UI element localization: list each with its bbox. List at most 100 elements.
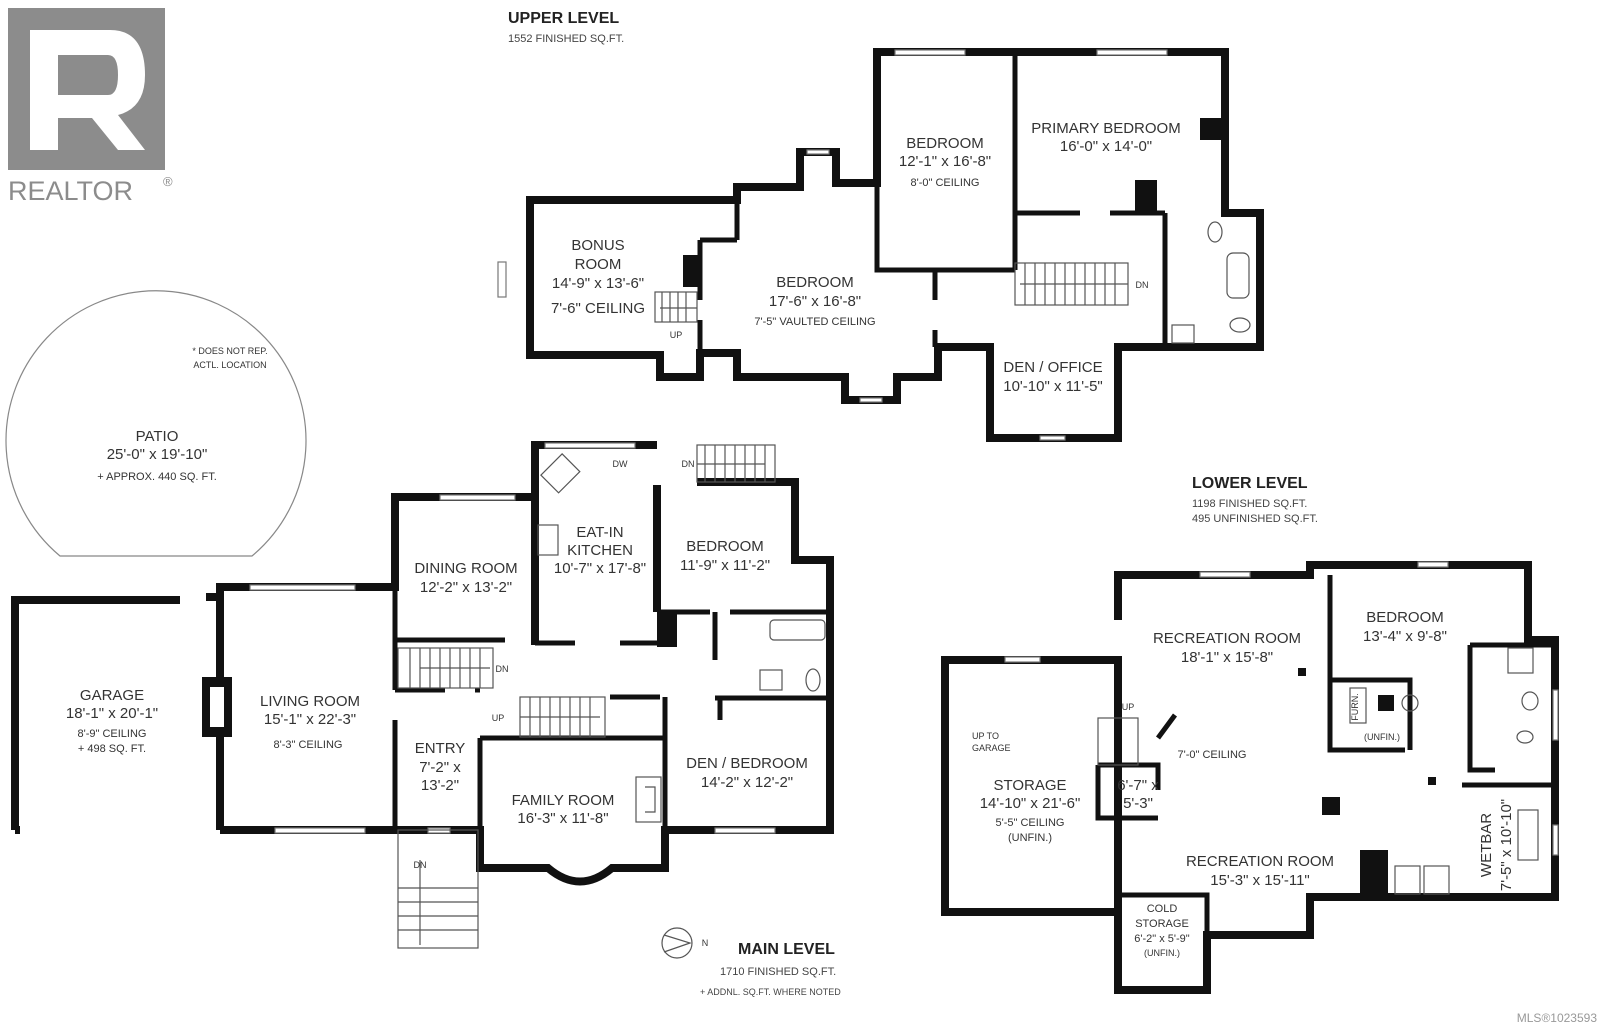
- realtor-logo-text: REALTOR: [8, 176, 133, 206]
- room-garage: GARAGE 18'-1" x 20'-1" 8'-9" CEILING + 4…: [66, 687, 158, 755]
- svg-text:(UNFIN.): (UNFIN.): [1144, 948, 1180, 958]
- svg-text:PATIO: PATIO: [136, 428, 179, 445]
- main-outer-wall: [11, 441, 834, 886]
- svg-text:6'-7" x: 6'-7" x: [1117, 777, 1159, 794]
- svg-text:KITCHEN: KITCHEN: [567, 542, 633, 559]
- svg-text:* DOES NOT REP.: * DOES NOT REP.: [192, 346, 267, 356]
- svg-text:UP TO: UP TO: [972, 731, 999, 741]
- room-wetbar: WETBAR 7'-5" x 10'-10": [1478, 799, 1515, 891]
- svg-text:BEDROOM: BEDROOM: [686, 538, 764, 555]
- lower-level-unfinished: 495 UNFINISHED SQ.FT.: [1192, 513, 1318, 525]
- svg-text:14'-9" x 13'-6": 14'-9" x 13'-6": [552, 275, 644, 292]
- main-level-title: MAIN LEVEL: [738, 941, 835, 958]
- svg-text:DN: DN: [496, 664, 509, 674]
- upper-level-sqft: 1552 FINISHED SQ.FT.: [508, 33, 624, 45]
- svg-text:18'-1" x 20'-1": 18'-1" x 20'-1": [66, 705, 158, 722]
- svg-text:7'-6" CEILING: 7'-6" CEILING: [551, 300, 645, 317]
- fireplace-family: [635, 776, 662, 823]
- svg-text:DN: DN: [414, 860, 427, 870]
- room-kitchen: EAT-IN KITCHEN 10'-7" x 17'-8": [554, 524, 646, 577]
- main-stairs: DN UP DN DN: [397, 444, 776, 949]
- room-den-bedroom: DEN / BEDROOM 14'-2" x 12'-2": [686, 755, 808, 791]
- svg-text:EAT-IN: EAT-IN: [576, 524, 623, 541]
- room-entry: ENTRY 7'-2" x 13'-2": [415, 740, 466, 794]
- upper-outer-wall: [526, 48, 1264, 442]
- upper-level: UPPER LEVEL 1552 FINISHED SQ.FT. DN UP B…: [497, 10, 1264, 442]
- upper-stairs: DN UP: [654, 262, 1149, 340]
- lower-level-title: LOWER LEVEL: [1192, 475, 1308, 492]
- svg-text:GARAGE: GARAGE: [972, 743, 1011, 753]
- lower-level-finished: 1198 FINISHED SQ.FT.: [1192, 498, 1307, 510]
- svg-text:18'-1" x 15'-8": 18'-1" x 15'-8": [1181, 649, 1273, 666]
- room-recreation-room-1: RECREATION ROOM 18'-1" x 15'-8": [1153, 630, 1301, 666]
- svg-text:15'-1" x 22'-3": 15'-1" x 22'-3": [264, 711, 356, 728]
- svg-text:14'-2" x 12'-2": 14'-2" x 12'-2": [701, 774, 793, 791]
- svg-text:RECREATION ROOM: RECREATION ROOM: [1153, 630, 1301, 647]
- svg-text:(UNFIN.): (UNFIN.): [1008, 832, 1052, 844]
- svg-text:13'-4" x 9'-8": 13'-4" x 9'-8": [1363, 628, 1447, 645]
- room-recreation-room-2: RECREATION ROOM 15'-3" x 15'-11": [1186, 853, 1334, 889]
- svg-text:8'-3" CEILING: 8'-3" CEILING: [274, 739, 343, 751]
- main-level-note: + ADDNL. SQ.FT. WHERE NOTED: [700, 987, 841, 997]
- svg-text:17'-6" x 16'-8": 17'-6" x 16'-8": [769, 293, 861, 310]
- room-bonus-room: BONUS ROOM 14'-9" x 13'-6" 7'-6" CEILING: [551, 237, 645, 317]
- svg-text:LIVING ROOM: LIVING ROOM: [260, 693, 360, 710]
- patio: * DOES NOT REP. ACTL. LOCATION PATIO 25'…: [5, 290, 307, 557]
- room-cold-storage: COLD STORAGE 6'-2" x 5'-9" (UNFIN.): [1134, 903, 1190, 958]
- svg-text:GARAGE: GARAGE: [80, 687, 144, 704]
- mls-number: MLS®1023593: [1517, 1011, 1598, 1025]
- svg-text:ENTRY: ENTRY: [415, 740, 466, 757]
- svg-text:10'-7" x 17'-8": 10'-7" x 17'-8": [554, 560, 646, 577]
- svg-text:16'-0" x 14'-0": 16'-0" x 14'-0": [1060, 138, 1152, 155]
- svg-text:16'-3" x 11'-8": 16'-3" x 11'-8": [517, 810, 608, 827]
- svg-text:12'-2" x 13'-2": 12'-2" x 13'-2": [420, 579, 512, 596]
- svg-text:5'-5" CEILING: 5'-5" CEILING: [996, 817, 1065, 829]
- svg-text:8'-9" CEILING: 8'-9" CEILING: [78, 728, 147, 740]
- realtor-logo: REALTOR ®: [8, 8, 173, 206]
- upper-level-title: UPPER LEVEL: [508, 10, 619, 27]
- svg-text:+ APPROX. 440 SQ. FT.: + APPROX. 440 SQ. FT.: [97, 471, 217, 483]
- room-den-office: DEN / OFFICE 10'-10" x 11'-5": [1003, 359, 1103, 395]
- svg-text:ACTL. LOCATION: ACTL. LOCATION: [193, 360, 266, 370]
- svg-text:COLD: COLD: [1147, 903, 1178, 915]
- furnace: FURN. (UNFIN.): [1349, 687, 1419, 742]
- dishwasher-label: DW: [613, 459, 628, 469]
- svg-text:DINING ROOM: DINING ROOM: [414, 560, 517, 577]
- svg-text:8'-0" CEILING: 8'-0" CEILING: [911, 177, 980, 189]
- svg-text:13'-2": 13'-2": [421, 777, 459, 794]
- svg-text:BONUS: BONUS: [571, 237, 624, 254]
- svg-text:FURN.: FURN.: [1350, 693, 1360, 721]
- stair-up-label: UP: [670, 330, 683, 340]
- svg-text:7'-2" x: 7'-2" x: [419, 759, 461, 776]
- svg-text:15'-3" x 15'-11": 15'-3" x 15'-11": [1210, 872, 1310, 889]
- room-dining-room: DINING ROOM 12'-2" x 13'-2": [414, 560, 517, 596]
- room-storage: STORAGE 14'-10" x 21'-6" 5'-5" CEILING (…: [980, 777, 1081, 844]
- svg-text:6'-2" x 5'-9": 6'-2" x 5'-9": [1134, 933, 1190, 945]
- svg-text:RECREATION ROOM: RECREATION ROOM: [1186, 853, 1334, 870]
- svg-text:N: N: [702, 938, 709, 948]
- svg-text:+ 498 SQ. FT.: + 498 SQ. FT.: [78, 743, 146, 755]
- svg-text:5'-3": 5'-3": [1123, 795, 1153, 812]
- svg-text:(UNFIN.): (UNFIN.): [1364, 732, 1400, 742]
- svg-text:DN: DN: [682, 459, 695, 469]
- lower-stair-up-label: UP: [1122, 702, 1135, 712]
- room-bedroom-lower: BEDROOM 13'-4" x 9'-8": [1363, 609, 1447, 645]
- room-family-room: FAMILY ROOM 16'-3" x 11'-8": [512, 792, 615, 827]
- svg-text:PRIMARY BEDROOM: PRIMARY BEDROOM: [1031, 120, 1180, 137]
- svg-text:WETBAR: WETBAR: [1478, 813, 1495, 877]
- svg-text:11'-9" x 11'-2": 11'-9" x 11'-2": [680, 557, 770, 574]
- svg-text:14'-10" x 21'-6": 14'-10" x 21'-6": [980, 795, 1081, 812]
- compass-icon: N: [661, 927, 709, 959]
- main-level: DW DN UP DN DN GARAGE 18'-1" x 20'-1" 8'…: [11, 441, 841, 997]
- svg-text:25'-0" x 19'-10": 25'-0" x 19'-10": [107, 446, 208, 463]
- svg-text:BEDROOM: BEDROOM: [776, 274, 854, 291]
- main-level-sqft: 1710 FINISHED SQ.FT.: [720, 966, 836, 978]
- svg-text:DEN / BEDROOM: DEN / BEDROOM: [686, 755, 808, 772]
- room-bedroom-upper: BEDROOM 12'-1" x 16'-8" 8'-0" CEILING: [899, 135, 991, 189]
- svg-text:10'-10" x 11'-5": 10'-10" x 11'-5": [1003, 378, 1103, 395]
- room-closet-lower: 6'-7" x 5'-3": [1117, 777, 1159, 812]
- svg-text:BEDROOM: BEDROOM: [1366, 609, 1444, 626]
- svg-text:7'-5" x 10'-10": 7'-5" x 10'-10": [1498, 799, 1515, 891]
